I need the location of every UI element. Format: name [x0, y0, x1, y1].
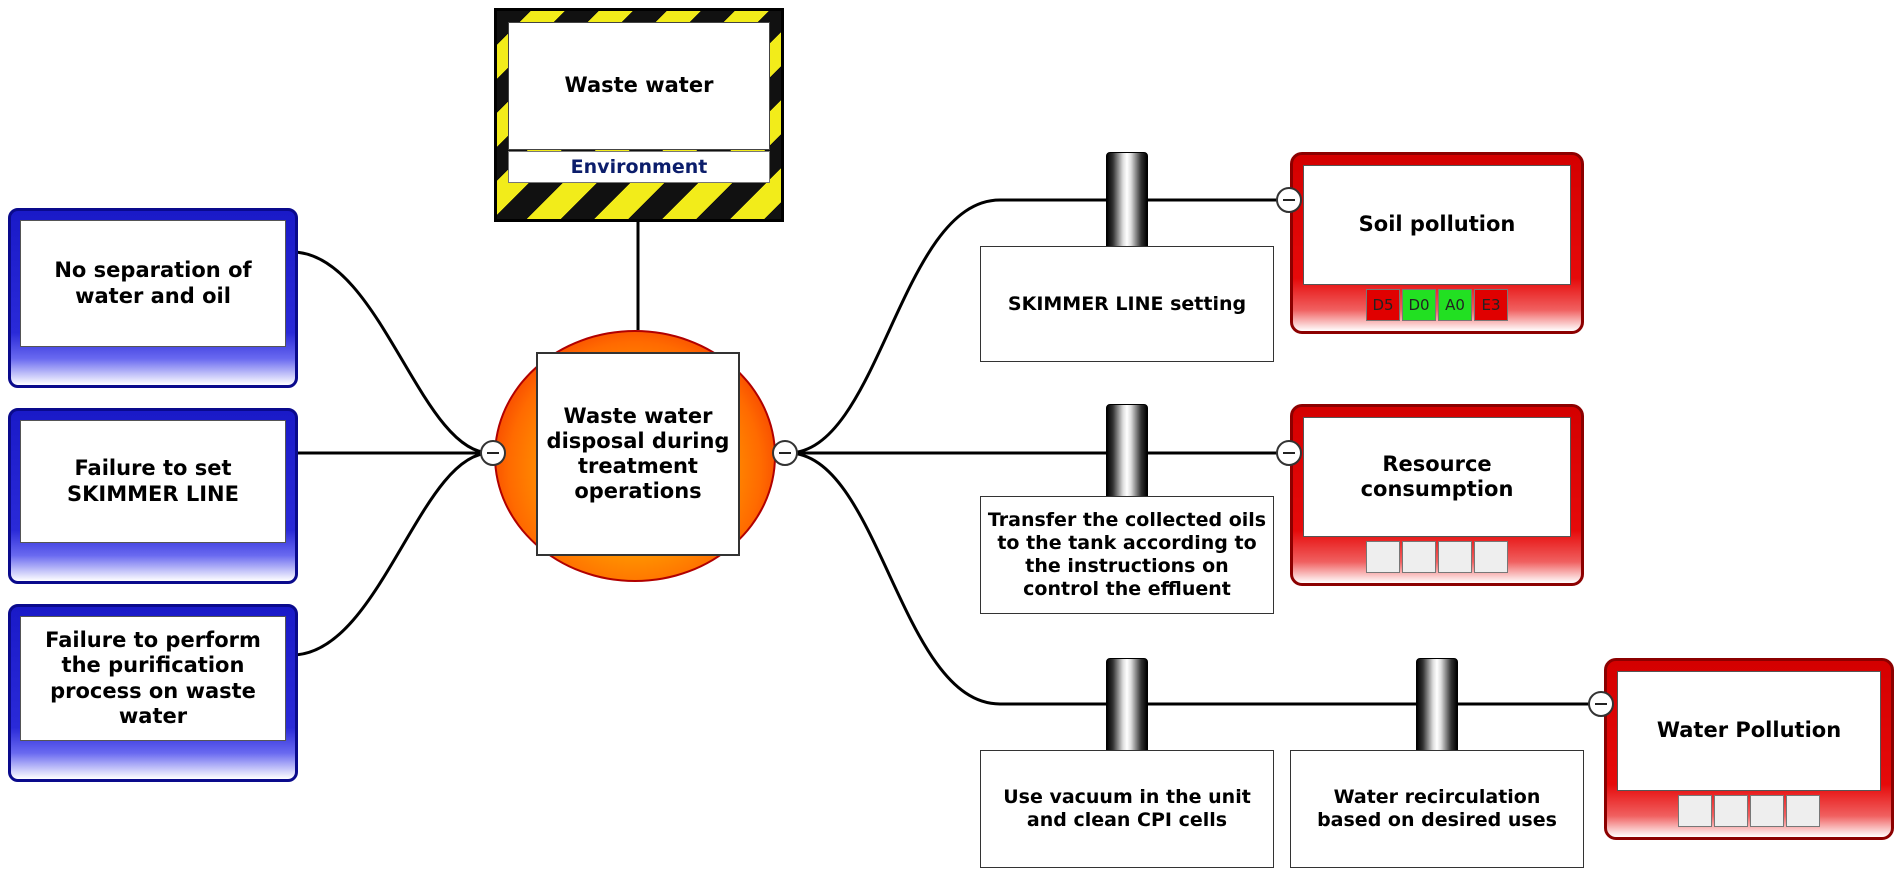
risk-ratings — [1607, 795, 1891, 827]
threat-label: Failure to set SKIMMER LINE — [20, 420, 286, 543]
collapse-consequence-button[interactable] — [1588, 691, 1614, 717]
consequence-label: Resource consumption — [1303, 417, 1571, 537]
consequence-box[interactable]: Soil pollution D5 D0 A0 E3 — [1290, 152, 1584, 334]
consequence-box[interactable]: Resource consumption — [1290, 404, 1584, 586]
risk-rating-cell — [1438, 541, 1472, 573]
risk-rating-cell: D0 — [1402, 289, 1436, 321]
risk-ratings — [1293, 541, 1581, 573]
hazard-box[interactable]: Waste water Environment — [494, 8, 784, 222]
collapse-consequence-button[interactable] — [1276, 187, 1302, 213]
barrier-box[interactable]: Use vacuum in the unit and clean CPI cel… — [980, 750, 1274, 868]
collapse-threats-button[interactable] — [480, 440, 506, 466]
collapse-consequences-button[interactable] — [772, 440, 798, 466]
collapse-consequence-button[interactable] — [1276, 440, 1302, 466]
risk-rating-cell: E3 — [1474, 289, 1508, 321]
risk-rating-cell — [1714, 795, 1748, 827]
risk-rating-cell — [1786, 795, 1820, 827]
risk-rating-cell — [1402, 541, 1436, 573]
consequence-label: Water Pollution — [1617, 671, 1881, 791]
threat-label: No separation of water and oil — [20, 220, 286, 347]
risk-rating-cell: A0 — [1438, 289, 1472, 321]
consequence-box[interactable]: Water Pollution — [1604, 658, 1894, 840]
consequence-label: Soil pollution — [1303, 165, 1571, 285]
hazard-title: Waste water — [508, 22, 770, 150]
threat-label: Failure to perform the purification proc… — [20, 616, 286, 741]
barrier-post — [1106, 658, 1148, 768]
risk-rating-cell: D5 — [1366, 289, 1400, 321]
risk-ratings: D5 D0 A0 E3 — [1293, 289, 1581, 321]
risk-rating-cell — [1366, 541, 1400, 573]
threat-box[interactable]: Failure to perform the purification proc… — [8, 604, 298, 782]
barrier-post — [1106, 152, 1148, 262]
barrier-box[interactable]: Water recirculation based on desired use… — [1290, 750, 1584, 868]
barrier-post — [1416, 658, 1458, 768]
barrier-box[interactable]: Transfer the collected oils to the tank … — [980, 496, 1274, 614]
barrier-post — [1106, 404, 1148, 514]
risk-rating-cell — [1474, 541, 1508, 573]
threat-box[interactable]: Failure to set SKIMMER LINE — [8, 408, 298, 584]
top-event[interactable]: Waste water disposal during treatment op… — [494, 330, 776, 582]
hazard-category: Environment — [508, 151, 770, 183]
risk-rating-cell — [1750, 795, 1784, 827]
top-event-label: Waste water disposal during treatment op… — [536, 352, 740, 556]
barrier-box[interactable]: SKIMMER LINE setting — [980, 246, 1274, 362]
risk-rating-cell — [1678, 795, 1712, 827]
threat-box[interactable]: No separation of water and oil — [8, 208, 298, 388]
